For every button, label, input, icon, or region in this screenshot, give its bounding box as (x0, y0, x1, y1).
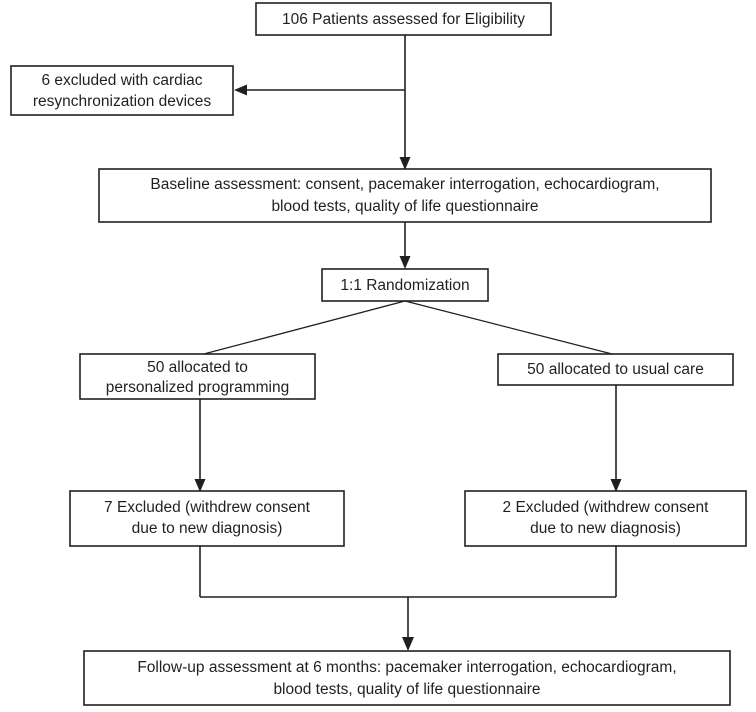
node-excluded-right: 2 Excluded (withdrew consent due to new … (464, 490, 747, 547)
node-baseline-assessment: Baseline assessment: consent, pacemaker … (98, 168, 712, 223)
node-excluded-left-line2: due to new diagnosis) (132, 520, 283, 537)
node-excluded-right-line1: 2 Excluded (withdrew consent (503, 499, 710, 516)
connector-randomization-to-personalized (199, 300, 406, 356)
node-randomization: 1:1 Randomization (321, 268, 489, 302)
arrowhead-into-excluded-devices (234, 84, 247, 96)
node-allocated-usual-care-box (497, 353, 734, 386)
node-randomization-line1: 1:1 Randomization (340, 277, 469, 294)
node-followup-assessment-line1: Follow-up assessment at 6 months: pacema… (137, 659, 676, 676)
node-excluded-right-line2: due to new diagnosis) (530, 520, 681, 537)
node-followup-assessment-line2: blood tests, quality of life questionnai… (273, 681, 540, 698)
node-baseline-assessment-box (98, 168, 712, 223)
arrowhead-into-baseline (399, 157, 411, 170)
node-randomization-box (321, 268, 489, 302)
arrowhead-into-followup (402, 637, 414, 651)
arrowhead-into-excluded-left (194, 479, 206, 492)
node-excluded-devices-line2: resynchronization devices (33, 93, 212, 110)
node-allocated-personalized-box (79, 353, 316, 400)
connector-randomization-to-usual-care (404, 300, 617, 356)
arrowhead-into-excluded-right (610, 479, 622, 492)
node-eligibility: 106 Patients assessed for Eligibility (255, 2, 552, 36)
node-baseline-assessment-line2: blood tests, quality of life questionnai… (271, 198, 538, 215)
node-excluded-devices: 6 excluded with cardiac resynchronizatio… (10, 65, 234, 116)
node-excluded-left-line1: 7 Excluded (withdrew consent (104, 499, 311, 516)
node-allocated-usual-care: 50 allocated to usual care (497, 353, 734, 386)
node-followup-assessment: Follow-up assessment at 6 months: pacema… (83, 650, 731, 706)
node-allocated-personalized-line1: 50 allocated to (147, 359, 248, 376)
node-followup-assessment-box (83, 650, 731, 706)
node-excluded-devices-box (10, 65, 234, 116)
node-eligibility-line1: 106 Patients assessed for Eligibility (282, 11, 525, 28)
node-baseline-assessment-line1: Baseline assessment: consent, pacemaker … (150, 176, 659, 193)
node-excluded-left: 7 Excluded (withdrew consent due to new … (69, 490, 345, 547)
node-excluded-left-box (69, 490, 345, 547)
node-allocated-personalized: 50 allocated to personalized programming (79, 353, 316, 400)
node-excluded-devices-line1: 6 excluded with cardiac (41, 72, 202, 89)
node-allocated-usual-care-line1: 50 allocated to usual care (527, 361, 704, 378)
arrowhead-into-randomization (399, 256, 411, 269)
node-eligibility-box (255, 2, 552, 36)
node-allocated-personalized-line2: personalized programming (106, 379, 290, 396)
node-excluded-right-box (464, 490, 747, 547)
